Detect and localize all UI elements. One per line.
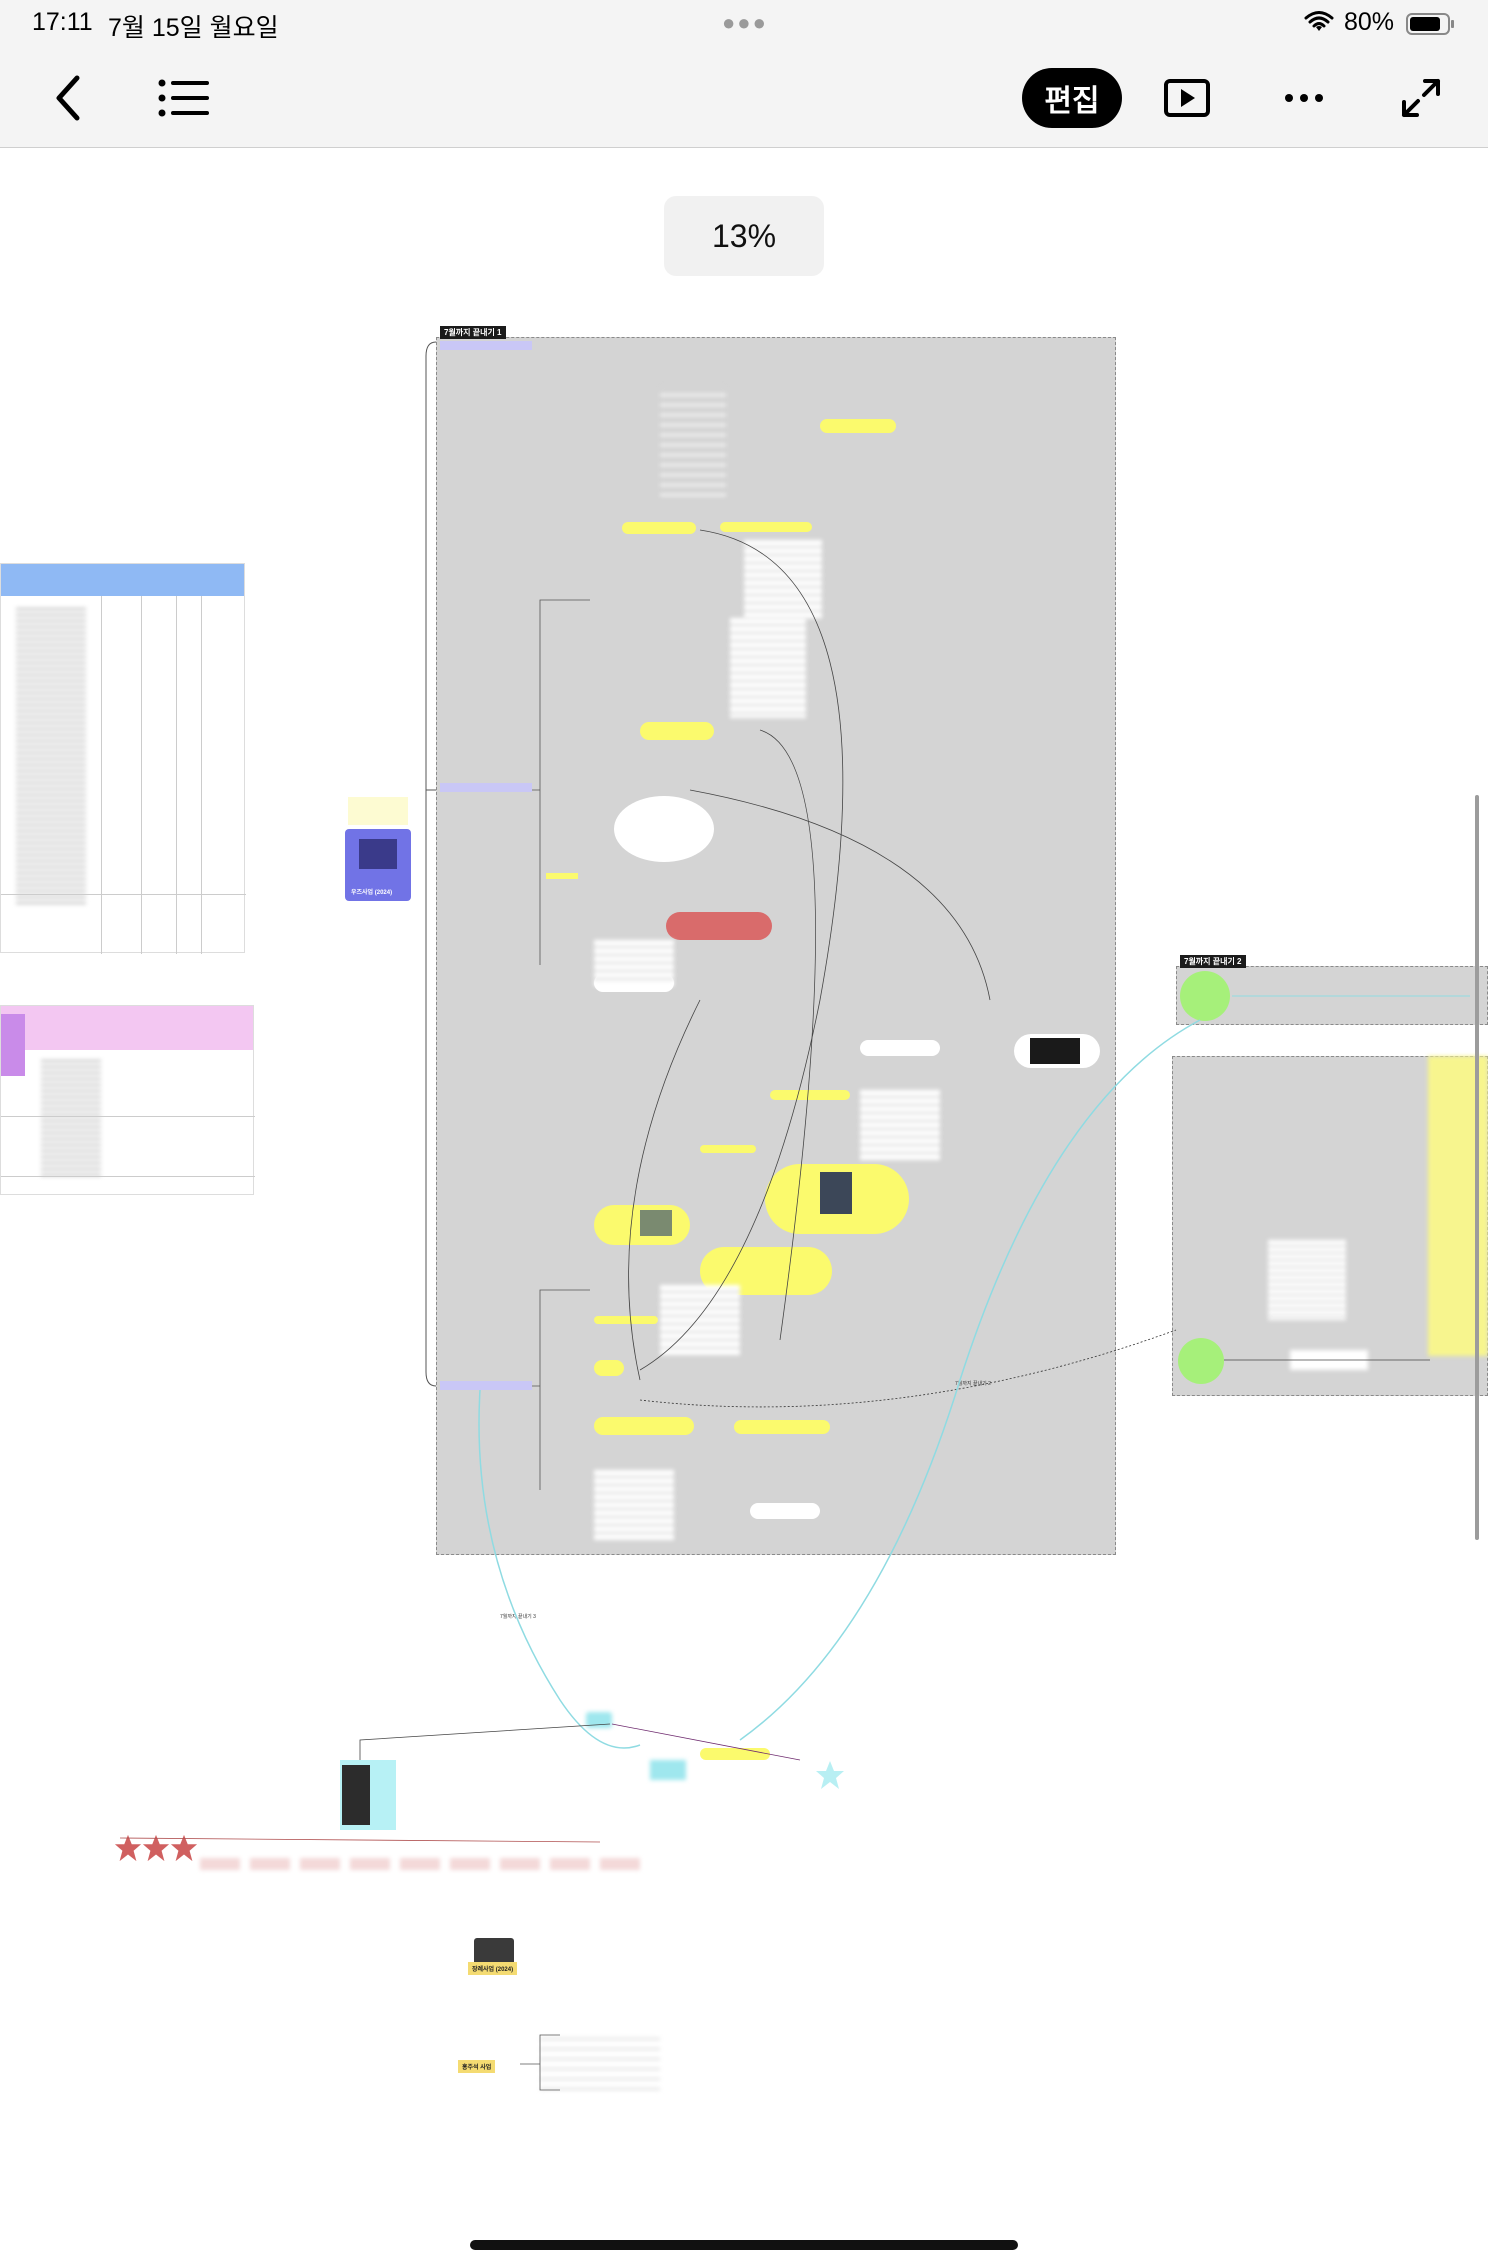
- image-thumb-2[interactable]: [820, 1172, 852, 1214]
- expand-icon: [1402, 79, 1440, 117]
- chevron-left-icon: [56, 75, 80, 121]
- battery-percent: 80%: [1344, 8, 1395, 36]
- wifi-icon: [1304, 11, 1334, 31]
- white-list-5[interactable]: [860, 1090, 940, 1160]
- red-star-icon-1[interactable]: [114, 1834, 142, 1862]
- left-topic-note[interactable]: [348, 797, 408, 825]
- white-node-1[interactable]: [860, 1040, 940, 1056]
- outline-button[interactable]: [156, 76, 212, 120]
- yellow-node-5[interactable]: [770, 1090, 850, 1100]
- branch-middle[interactable]: [440, 783, 532, 792]
- ellipsis-icon: [1285, 94, 1323, 102]
- bottom-image-dark[interactable]: [342, 1765, 370, 1825]
- play-icon: [1164, 79, 1210, 117]
- branch-top[interactable]: [440, 341, 532, 350]
- yellow-node-11[interactable]: [546, 873, 578, 879]
- main-frame[interactable]: [436, 337, 1116, 1555]
- bottom-topic-image[interactable]: [474, 1938, 514, 1966]
- status-date: 7월 15일 월요일: [108, 14, 279, 42]
- white-list-6[interactable]: [594, 1470, 674, 1540]
- branch-bottom[interactable]: [440, 1381, 532, 1390]
- left-table-blue[interactable]: [0, 563, 246, 954]
- yellow-node-3[interactable]: [720, 522, 812, 532]
- toolbar: 편집: [0, 48, 1488, 148]
- white-list-4[interactable]: [594, 940, 674, 986]
- right-text-block[interactable]: [1268, 1240, 1346, 1320]
- more-button[interactable]: [1280, 78, 1328, 118]
- bottom-pink-row[interactable]: [200, 1858, 640, 1870]
- white-blob[interactable]: [614, 796, 714, 862]
- yellow-node-bottom[interactable]: [700, 1748, 770, 1760]
- dark-image[interactable]: [1030, 1038, 1080, 1064]
- vertical-scrollbar[interactable]: [1475, 795, 1479, 1540]
- status-time: 17:11: [32, 8, 93, 36]
- cyan-star-icon[interactable]: [815, 1760, 845, 1790]
- list-icon: [158, 79, 209, 117]
- yellow-node-7[interactable]: [594, 1417, 694, 1435]
- left-topic-card[interactable]: 우즈사업 (2024): [345, 829, 411, 901]
- fullscreen-button[interactable]: [1398, 76, 1444, 120]
- yellow-node-6[interactable]: [700, 1145, 756, 1153]
- yellow-node-2[interactable]: [622, 522, 696, 534]
- home-indicator[interactable]: [470, 2240, 1018, 2250]
- white-list-2[interactable]: [730, 618, 806, 718]
- white-list-7[interactable]: [660, 1285, 740, 1355]
- left-table-pink[interactable]: [0, 1005, 255, 1195]
- red-star-icon-3[interactable]: [170, 1834, 198, 1862]
- cyan-hub[interactable]: [586, 1712, 612, 1728]
- edit-button[interactable]: 편집: [1022, 68, 1122, 128]
- yellow-node-1[interactable]: [820, 419, 896, 433]
- right-yellow-column[interactable]: [1428, 1056, 1488, 1356]
- main-frame-title[interactable]: 7월까지 끝내기 1: [440, 326, 506, 339]
- battery-icon: [1406, 13, 1454, 35]
- back-button[interactable]: [48, 73, 88, 123]
- white-list-1[interactable]: [744, 540, 822, 620]
- cyan-node[interactable]: [650, 1760, 686, 1780]
- bottom-branch-children[interactable]: [540, 2030, 660, 2090]
- right-frame-title[interactable]: 7월까지 끝내기 2: [1180, 955, 1246, 968]
- status-bar: 17:11 7월 15일 월요일 ●●● 80%: [0, 0, 1488, 48]
- bottom-topic-label[interactable]: 장례사업 (2024): [468, 1962, 518, 1975]
- yellow-node-9[interactable]: [594, 1316, 658, 1324]
- green-node-top[interactable]: [1180, 971, 1230, 1021]
- bottom-branch-label[interactable]: 홍주석 사업: [458, 2060, 496, 2073]
- right-text-small[interactable]: [1290, 1350, 1368, 1370]
- link-label-b: 7월까지 끝내기 2: [955, 1381, 991, 1387]
- link-label-a: 7월까지 끝내기 3: [500, 1614, 536, 1620]
- present-button[interactable]: [1162, 76, 1212, 120]
- white-list-3[interactable]: [660, 386, 726, 496]
- yellow-node-10[interactable]: [594, 1360, 624, 1376]
- left-topic-label: 우즈사업 (2024): [351, 890, 393, 896]
- red-star-icon-2[interactable]: [142, 1834, 170, 1862]
- yellow-node-8[interactable]: [734, 1420, 830, 1434]
- multitask-dots-icon[interactable]: ●●●: [722, 10, 768, 35]
- red-node[interactable]: [666, 912, 772, 940]
- yellow-node-4[interactable]: [640, 722, 714, 740]
- white-node-2[interactable]: [750, 1503, 820, 1519]
- green-node-bottom[interactable]: [1178, 1338, 1224, 1384]
- image-thumb-1[interactable]: [640, 1210, 672, 1236]
- zoom-level[interactable]: 13%: [664, 196, 824, 276]
